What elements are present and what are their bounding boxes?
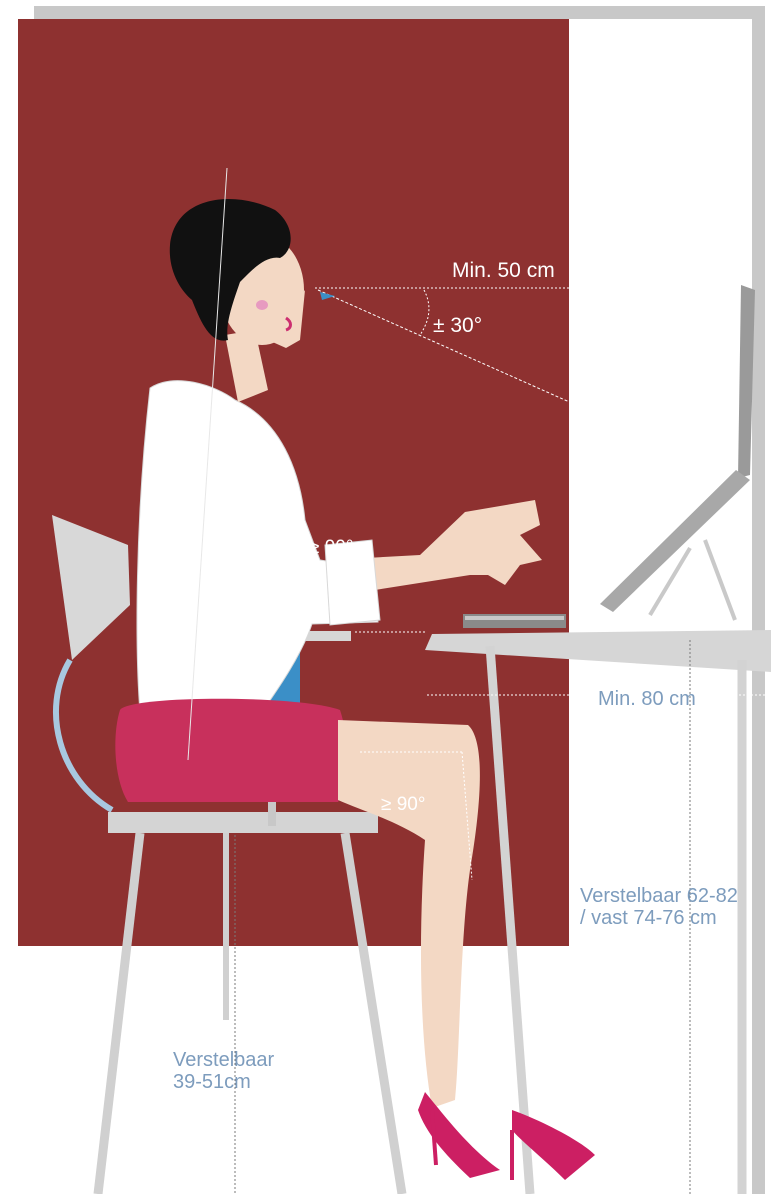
elbow-angle-label: ≥ 90° xyxy=(309,537,353,558)
seat-height-label: Verstelbaar 39-51cm xyxy=(173,1049,274,1094)
desk-height-label: Verstelbaar 62-82 / vast 74-76 cm xyxy=(580,885,738,930)
right-border xyxy=(752,6,765,1194)
knee-angle-label: ≥ 90° xyxy=(381,794,425,815)
laptop xyxy=(600,285,755,620)
min-desk-depth-label: Min. 80 cm xyxy=(598,688,696,710)
min-viewing-distance-label: Min. 50 cm xyxy=(452,259,555,283)
top-border xyxy=(34,6,764,19)
viewing-angle-label: ± 30° xyxy=(433,314,482,338)
